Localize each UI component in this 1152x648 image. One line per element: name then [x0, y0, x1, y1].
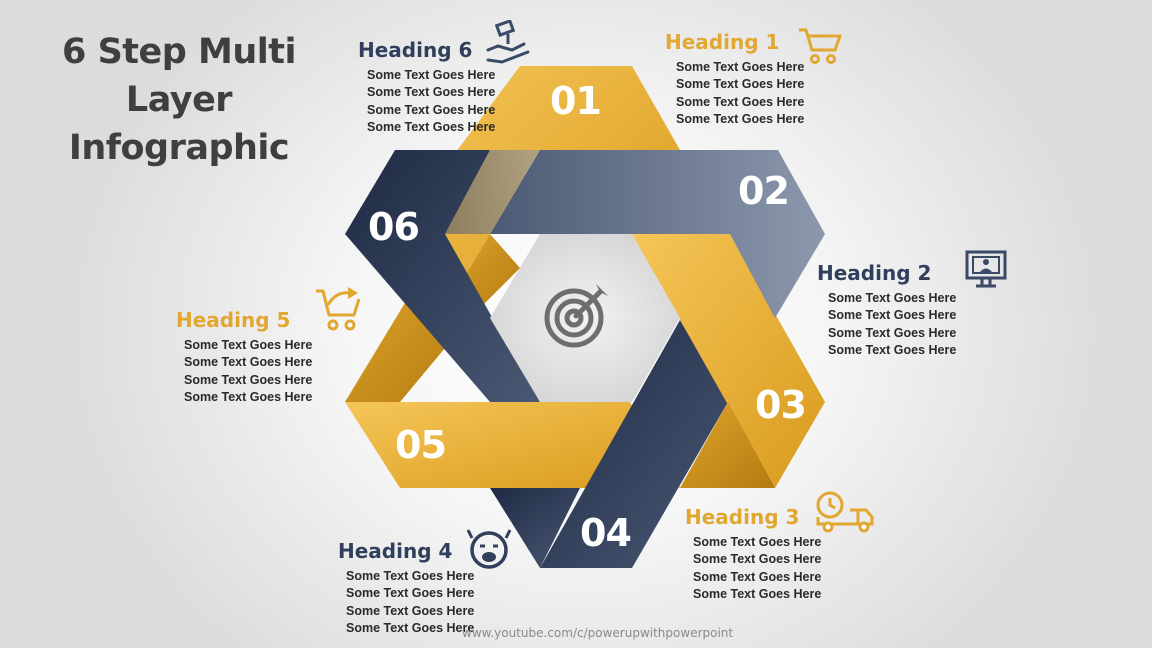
step-3-line: Some Text Goes Here — [693, 552, 822, 567]
step-6-line: Some Text Goes Here — [367, 102, 496, 117]
step-3-line: Some Text Goes Here — [693, 586, 822, 601]
cart-return-icon — [316, 287, 361, 331]
crying-face-icon — [466, 529, 512, 569]
step-4-text: Heading 4 Some Text Goes Here Some Text … — [338, 539, 474, 637]
page-title: 6 Step Multi Layer Infographic — [14, 28, 344, 172]
step-1-heading: Heading 1 — [665, 30, 780, 54]
step-3-line: Some Text Goes Here — [693, 569, 822, 584]
step-1-text: Heading 1 Some Text Goes Here Some Text … — [665, 30, 804, 128]
step-4-line: Some Text Goes Here — [346, 569, 475, 583]
step-1-line: Some Text Goes Here — [676, 60, 805, 74]
step-number-02: 02 — [738, 169, 789, 213]
step-04-band — [490, 320, 728, 568]
step-2-line: Some Text Goes Here — [828, 342, 957, 357]
step-06-band — [345, 150, 540, 402]
step-5-text: Heading 5 Some Text Goes Here Some Text … — [176, 308, 312, 406]
step-3-text: Heading 3 Some Text Goes Here Some Text … — [685, 505, 821, 603]
step-4-line: Some Text Goes Here — [346, 620, 475, 635]
step-2-heading: Heading 2 — [817, 261, 932, 285]
step-3-line: Some Text Goes Here — [693, 535, 822, 549]
title-line-2: Infographic — [68, 128, 290, 168]
step-03-band — [632, 234, 825, 488]
step-2-line: Some Text Goes Here — [828, 291, 957, 305]
hand-receive-icon — [486, 20, 530, 64]
step-number-03: 03 — [755, 383, 806, 427]
center-hexagon — [490, 234, 680, 402]
step-2-line: Some Text Goes Here — [828, 308, 957, 323]
step-6-line: Some Text Goes Here — [367, 68, 496, 82]
step-6-line: Some Text Goes Here — [367, 119, 496, 134]
step-1-line: Some Text Goes Here — [676, 77, 805, 92]
step-2-line: Some Text Goes Here — [828, 325, 957, 340]
step-6-heading: Heading 6 — [358, 38, 473, 62]
target-icon — [544, 284, 608, 348]
step-4-line: Some Text Goes Here — [346, 586, 475, 601]
step-3-heading: Heading 3 — [685, 505, 800, 529]
step-number-04: 04 — [580, 511, 631, 555]
step-number-01: 01 — [550, 79, 601, 123]
step-4-line: Some Text Goes Here — [346, 603, 475, 618]
step-1-line: Some Text Goes Here — [676, 94, 805, 109]
step-number-05: 05 — [395, 423, 446, 467]
step-5-line: Some Text Goes Here — [184, 355, 313, 370]
step-5-line: Some Text Goes Here — [184, 338, 313, 352]
title-line-1: 6 Step Multi Layer — [62, 32, 296, 120]
step-2-text: Heading 2 Some Text Goes Here Some Text … — [817, 261, 956, 359]
step-02-band — [490, 150, 825, 318]
step-6-text: Heading 6 Some Text Goes Here Some Text … — [358, 38, 495, 136]
step-5-heading: Heading 5 — [176, 308, 291, 332]
computer-user-icon — [965, 250, 1007, 288]
step-4-heading: Heading 4 — [338, 539, 453, 563]
delivery-truck-icon — [816, 491, 874, 533]
footer-url: www.youtube.com/c/powerupwithpowerpoint — [462, 626, 734, 640]
step-5-line: Some Text Goes Here — [184, 372, 313, 387]
step-5-line: Some Text Goes Here — [184, 389, 313, 404]
step-1-line: Some Text Goes Here — [676, 111, 805, 126]
shopping-cart-icon — [799, 28, 842, 64]
step-number-06: 06 — [368, 205, 419, 249]
step-6-line: Some Text Goes Here — [367, 85, 496, 100]
